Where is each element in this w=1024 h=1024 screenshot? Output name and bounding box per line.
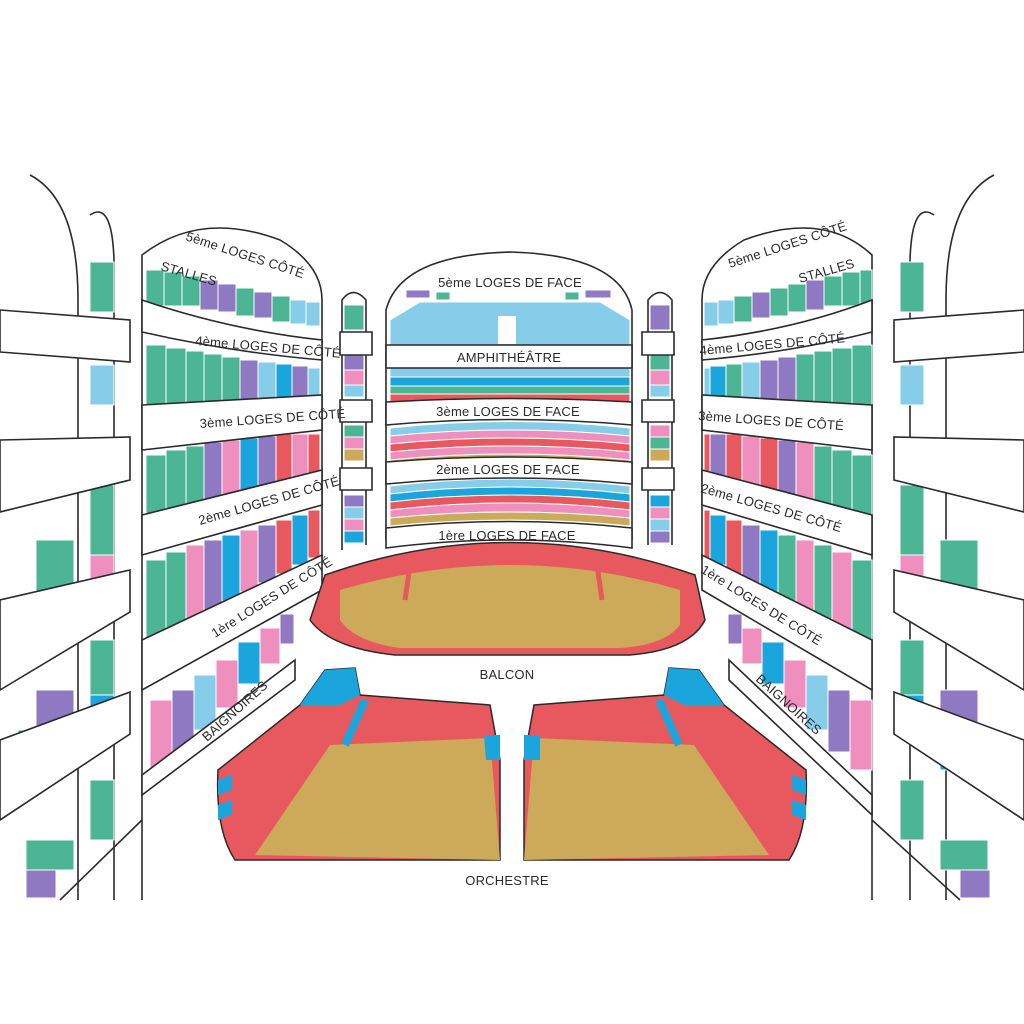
face-2-seats[interactable] — [389, 478, 631, 527]
label-orchestre: ORCHESTRE — [465, 873, 549, 888]
left-inner-column[interactable] — [339, 291, 373, 551]
label-face-5: 5ème LOGES DE FACE — [438, 275, 582, 290]
right-side-boxes — [701, 227, 873, 860]
balcon-area[interactable] — [309, 541, 706, 656]
label-face-3: 3ème LOGES DE FACE — [436, 404, 580, 419]
face-5-seats[interactable] — [389, 289, 631, 346]
amphitheatre-seats[interactable] — [389, 367, 631, 403]
left-side-seats[interactable] — [145, 269, 321, 771]
right-side-seats[interactable] — [703, 269, 873, 771]
label-face-1: 1ère LOGES DE FACE — [438, 528, 575, 543]
label-balcon: BALCON — [480, 667, 535, 682]
label-face-2: 2ème LOGES DE FACE — [436, 462, 580, 477]
right-outer-tier — [893, 174, 1024, 900]
orchestre-right[interactable] — [523, 667, 808, 861]
label-amphitheatre: AMPHITHÉÂTRE — [457, 350, 561, 365]
orchestre-left[interactable] — [216, 667, 501, 861]
left-outer-tier — [0, 174, 131, 900]
centre-boxes — [385, 251, 633, 549]
left-side-boxes — [141, 227, 323, 820]
right-inner-column[interactable] — [641, 291, 675, 546]
